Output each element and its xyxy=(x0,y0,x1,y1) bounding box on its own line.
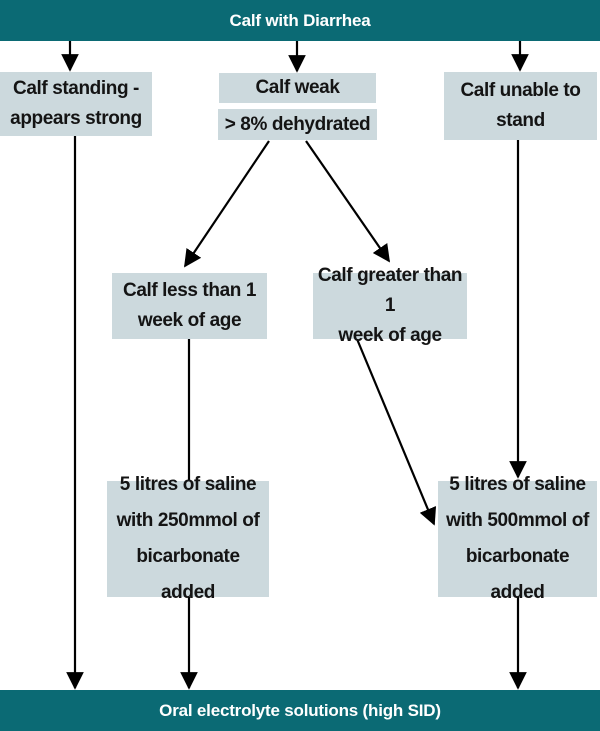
node-saline-500mmol: 5 litres of saline with 500mmol of bicar… xyxy=(438,474,597,603)
arrow-dehydrated-to-greater-week xyxy=(305,140,391,263)
node-calf-weak: Calf weak xyxy=(219,73,376,103)
node-greater-than-1-week: Calf greater than 1 week of age xyxy=(313,265,467,346)
node-calf-standing: Calf standing - appears strong xyxy=(0,72,152,136)
footer-banner: Oral electrolyte solutions (high SID) xyxy=(0,690,600,731)
node-calf-unable-to-stand: Calf unable to stand xyxy=(444,72,597,140)
title-banner: Calf with Diarrhea xyxy=(0,0,600,41)
arrow-greater-week-to-saline500 xyxy=(355,338,437,526)
node-saline-250mmol: 5 litres of saline with 250mmol of bicar… xyxy=(107,474,269,603)
node-less-than-1-week: Calf less than 1 week of age xyxy=(112,273,267,339)
arrow-dehydrated-to-less-week xyxy=(184,140,270,268)
node-dehydrated: > 8% dehydrated xyxy=(218,109,377,140)
